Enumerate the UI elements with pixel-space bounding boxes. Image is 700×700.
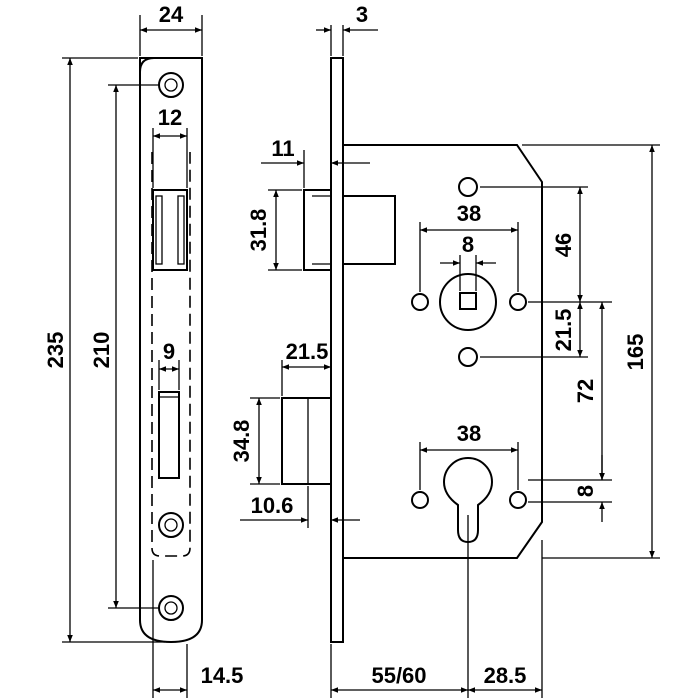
- dim-screw-hole-spacing: 210: [89, 332, 114, 369]
- dim-square-spindle: 8: [462, 232, 474, 257]
- dim-faceplate-offset: 14.5: [201, 663, 244, 688]
- dim-case-depth: 28.5: [484, 663, 527, 688]
- dim-case-height: 165: [623, 334, 648, 371]
- faceplate-front-view: [139, 57, 203, 644]
- left-hole-lower: [411, 491, 429, 509]
- dim-bolt-window-width: 9: [163, 339, 175, 364]
- dim-bolt-height: 34.8: [229, 420, 254, 463]
- dim-latch-projection: 11: [271, 136, 294, 161]
- dim-spindle-offset: 21.5: [551, 309, 576, 352]
- dead-bolt: [281, 397, 332, 485]
- dim-backset: 55/60: [371, 663, 426, 688]
- dim-lower-holes-spacing: 38: [457, 421, 481, 446]
- latch-bolt: [303, 189, 396, 271]
- lock-case: [343, 144, 543, 559]
- dim-bolt-throw: 21.5: [286, 339, 329, 364]
- dim-faceplate-thickness: 3: [356, 2, 368, 27]
- bottom-screw-hole: [158, 595, 184, 621]
- faceplate-side: [330, 57, 344, 643]
- dim-faceplate-total-height: 235: [43, 332, 68, 369]
- case-outline-hidden: [151, 152, 191, 557]
- dim-bolt-projection: 10.6: [251, 493, 294, 518]
- right-hole-upper: [509, 293, 527, 311]
- lock-body-side-view: [281, 57, 543, 643]
- dim-latch-height: 31.8: [246, 209, 271, 252]
- dimension-lines: [62, 15, 660, 698]
- dim-top-hole-to-spindle: 46: [551, 233, 576, 257]
- dim-spindle-to-cylinder: 72: [573, 379, 598, 403]
- left-hole-upper: [411, 293, 429, 311]
- bottom-hole-upper: [458, 347, 478, 367]
- dim-cylinder-offset: 8: [573, 485, 598, 497]
- middle-screw-hole: [158, 512, 184, 538]
- right-hole-lower: [509, 491, 527, 509]
- bolt-window: [158, 391, 180, 479]
- dimension-labels: 24 3 235 210 12 9 11 31.8 21.5 34.8 10.6…: [43, 2, 648, 688]
- top-screw-hole: [158, 72, 184, 98]
- top-hole: [458, 177, 478, 197]
- handle-follower: [439, 273, 497, 331]
- latch-window: [152, 189, 188, 271]
- dim-faceplate-width: 24: [159, 2, 184, 27]
- dim-upper-holes-spacing: 38: [457, 201, 481, 226]
- dim-latch-window-width: 12: [158, 105, 182, 130]
